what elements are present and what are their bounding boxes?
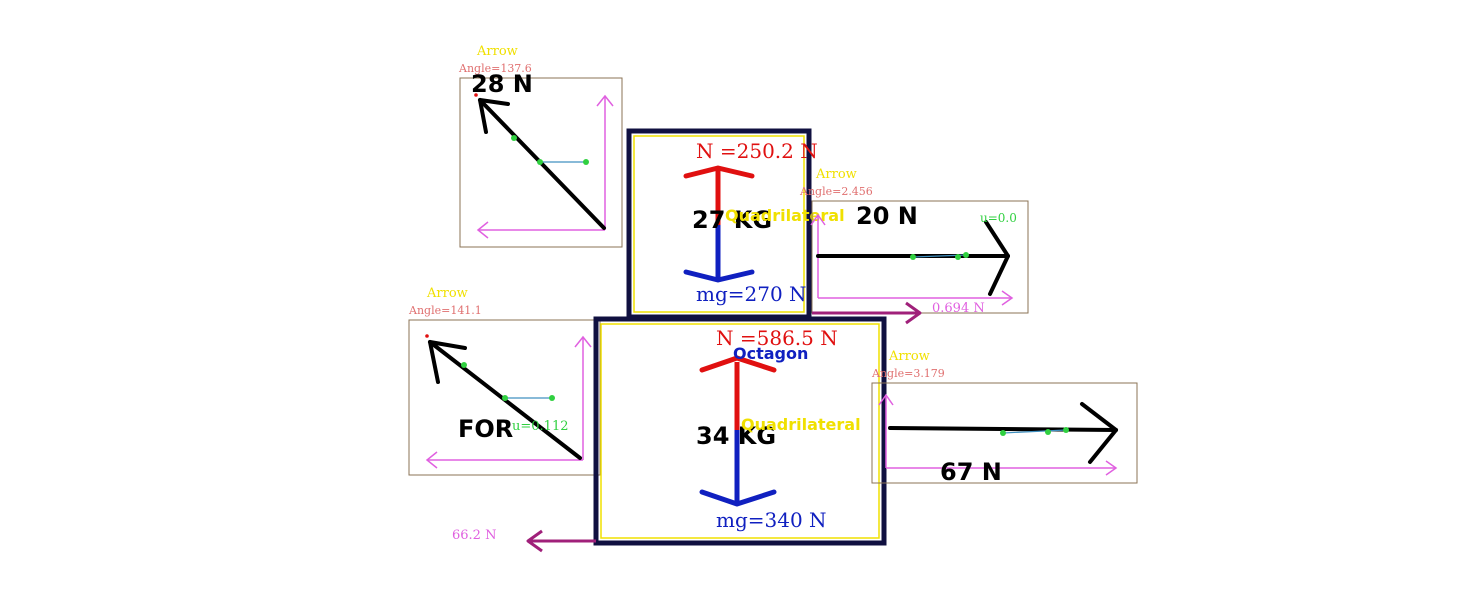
keypoint <box>461 362 467 368</box>
block-top-normal: N =250.2 N <box>696 139 818 163</box>
arrow-angle: Angle=141.1 <box>408 304 482 317</box>
axis-y-head <box>810 213 826 226</box>
arrow-box-bottom-right: Arrow Angle=3.179 67 N <box>871 349 1138 486</box>
axis-y-head <box>574 335 592 348</box>
block-bottom-shape: Octagon <box>733 344 808 363</box>
block-top-detection <box>633 135 805 313</box>
block-bottom: 34 KG Quadrilateral Octagon N =586.5 N m… <box>593 316 887 546</box>
drawn-arrow-head <box>1080 402 1118 464</box>
keypoint <box>511 135 517 141</box>
axis-x-head <box>1001 290 1014 306</box>
drawn-arrow-head <box>984 220 1010 296</box>
handwritten-force: 67 N <box>940 458 1002 486</box>
keypoint <box>549 395 555 401</box>
arrow-box-mid-left: Arrow Angle=141.1 FOR u=0.112 <box>408 286 601 476</box>
drawn-arrow-head <box>478 98 510 134</box>
axis-x-head <box>476 221 489 239</box>
friction-result-bottom: 66.2 N <box>452 528 596 553</box>
tip-marker <box>474 93 478 97</box>
axis-y-head <box>596 94 614 107</box>
keypoint <box>502 395 508 401</box>
friction-value: 0.694 N <box>932 301 985 316</box>
friction-arrow-head <box>905 301 922 325</box>
detection-frame <box>459 77 623 248</box>
handwritten-force: 20 N <box>856 202 918 230</box>
arrow-box-top-right: Arrow Angle=2.456 20 N u=0.0 <box>799 167 1029 314</box>
block-bottom-detection <box>600 323 880 539</box>
arrow-box-top-left: Arrow Angle=137.6 28 N <box>458 44 623 248</box>
axis-y-head <box>878 393 894 406</box>
keypoint <box>583 159 589 165</box>
arrow-title: Arrow <box>476 44 518 59</box>
keypoint <box>1000 430 1006 436</box>
arrow-title: Arrow <box>426 286 468 301</box>
normal-force-head <box>699 355 777 373</box>
friction-coefficient: u=0.0 <box>980 211 1017 225</box>
detection-frame <box>871 382 1138 484</box>
friction-value: 66.2 N <box>452 528 496 543</box>
keypoint <box>963 252 969 258</box>
arrow-title: Arrow <box>888 349 930 364</box>
axis-x-head <box>1105 460 1118 476</box>
arrow-title: Arrow <box>815 167 857 182</box>
axis-x-head <box>425 451 438 469</box>
handwritten-force: FOR <box>458 415 513 443</box>
block-top-mass: 27 KG <box>692 206 772 234</box>
block-top-label: Quadrilateral <box>725 206 845 225</box>
friction-result-top: 0.694 N <box>812 301 985 325</box>
keypoint <box>910 254 916 260</box>
block-bottom-outline <box>593 316 887 546</box>
handwritten-force: 28 N <box>471 70 533 98</box>
keypoint <box>1063 427 1069 433</box>
block-bottom-label: Quadrilateral <box>741 415 861 434</box>
arrow-angle: Angle=3.179 <box>871 367 945 380</box>
normal-force-head <box>683 165 755 179</box>
friction-arrow-head <box>526 529 543 553</box>
drawn-arrow-head <box>428 340 467 384</box>
friction-coefficient: u=0.112 <box>512 419 568 434</box>
block-bottom-mass: 34 KG <box>696 422 776 450</box>
weight-force-head <box>699 489 777 507</box>
drawn-arrow-shaft <box>888 426 1118 432</box>
keypoint <box>537 159 543 165</box>
block-bottom-weight: mg=340 N <box>716 508 827 532</box>
arrow-angle: Angle=2.456 <box>799 185 873 198</box>
keypoint <box>1045 429 1051 435</box>
weight-force-head <box>683 269 755 283</box>
block-bottom-normal: N =586.5 N <box>716 326 838 350</box>
keypoint <box>955 254 961 260</box>
keypoint-link <box>1002 429 1067 434</box>
detection-frame <box>408 319 601 476</box>
arrow-angle: Angle=137.6 <box>458 62 532 75</box>
tip-marker <box>425 334 429 338</box>
block-top-weight: mg=270 N <box>696 282 807 306</box>
